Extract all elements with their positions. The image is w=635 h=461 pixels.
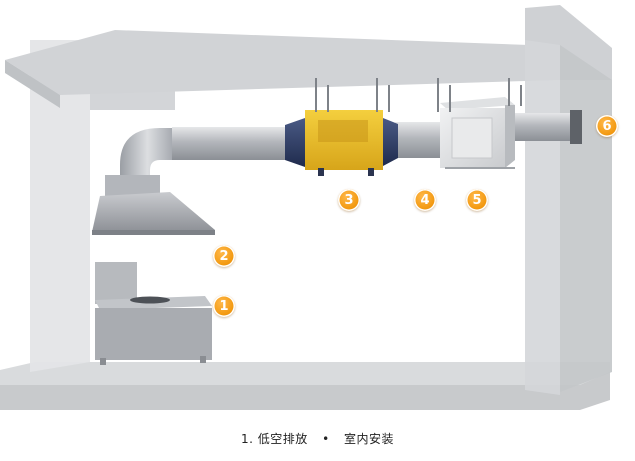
installation-diagram [0, 5, 612, 410]
exhaust-duct [505, 113, 575, 141]
figure-caption: 1. 低空排放 • 室内安装 [0, 430, 635, 447]
exhaust-outlet [570, 110, 582, 144]
marker-6-outlet: 6 [596, 115, 618, 137]
right-column-side [560, 45, 612, 392]
purifier-label [318, 120, 368, 142]
left-wall [30, 40, 90, 372]
range-hood [92, 192, 215, 232]
ceiling-front [5, 60, 60, 108]
duct-elbow [120, 128, 175, 180]
marker-2-hood: 2 [213, 245, 235, 267]
hood-collar [105, 175, 160, 197]
stove-leg-right [200, 356, 206, 363]
purifier-inlet [285, 118, 305, 167]
floor-front [0, 372, 610, 410]
purifier-outlet [383, 118, 398, 166]
fan-grille [451, 117, 493, 159]
fan-box-side [505, 105, 515, 168]
fan-cabinet [437, 78, 522, 169]
marker-4-duct: 4 [414, 189, 436, 211]
marker-1-stove: 1 [213, 295, 235, 317]
main-duct [172, 127, 302, 160]
marker-3-purifier: 3 [338, 189, 360, 211]
stove-wok [130, 296, 170, 304]
hood-rim [92, 230, 215, 235]
fume-purifier [285, 78, 398, 176]
ceiling-slab [5, 30, 612, 95]
caption-subtitle: 室内安装 [344, 432, 395, 446]
right-column [525, 40, 560, 395]
purifier-foot-left [318, 168, 324, 176]
caption-separator: • [322, 432, 330, 446]
caption-number: 1. [240, 432, 254, 446]
stove-leg-left [100, 358, 106, 365]
fan-box-top [440, 97, 515, 110]
stove-body [95, 308, 212, 360]
marker-5-fan: 5 [466, 189, 488, 211]
room-structure [0, 5, 612, 410]
kitchen-equipment [92, 175, 215, 365]
purifier-foot-right [368, 168, 374, 176]
caption-title: 低空排放 [257, 432, 308, 446]
stove-back [95, 262, 137, 304]
